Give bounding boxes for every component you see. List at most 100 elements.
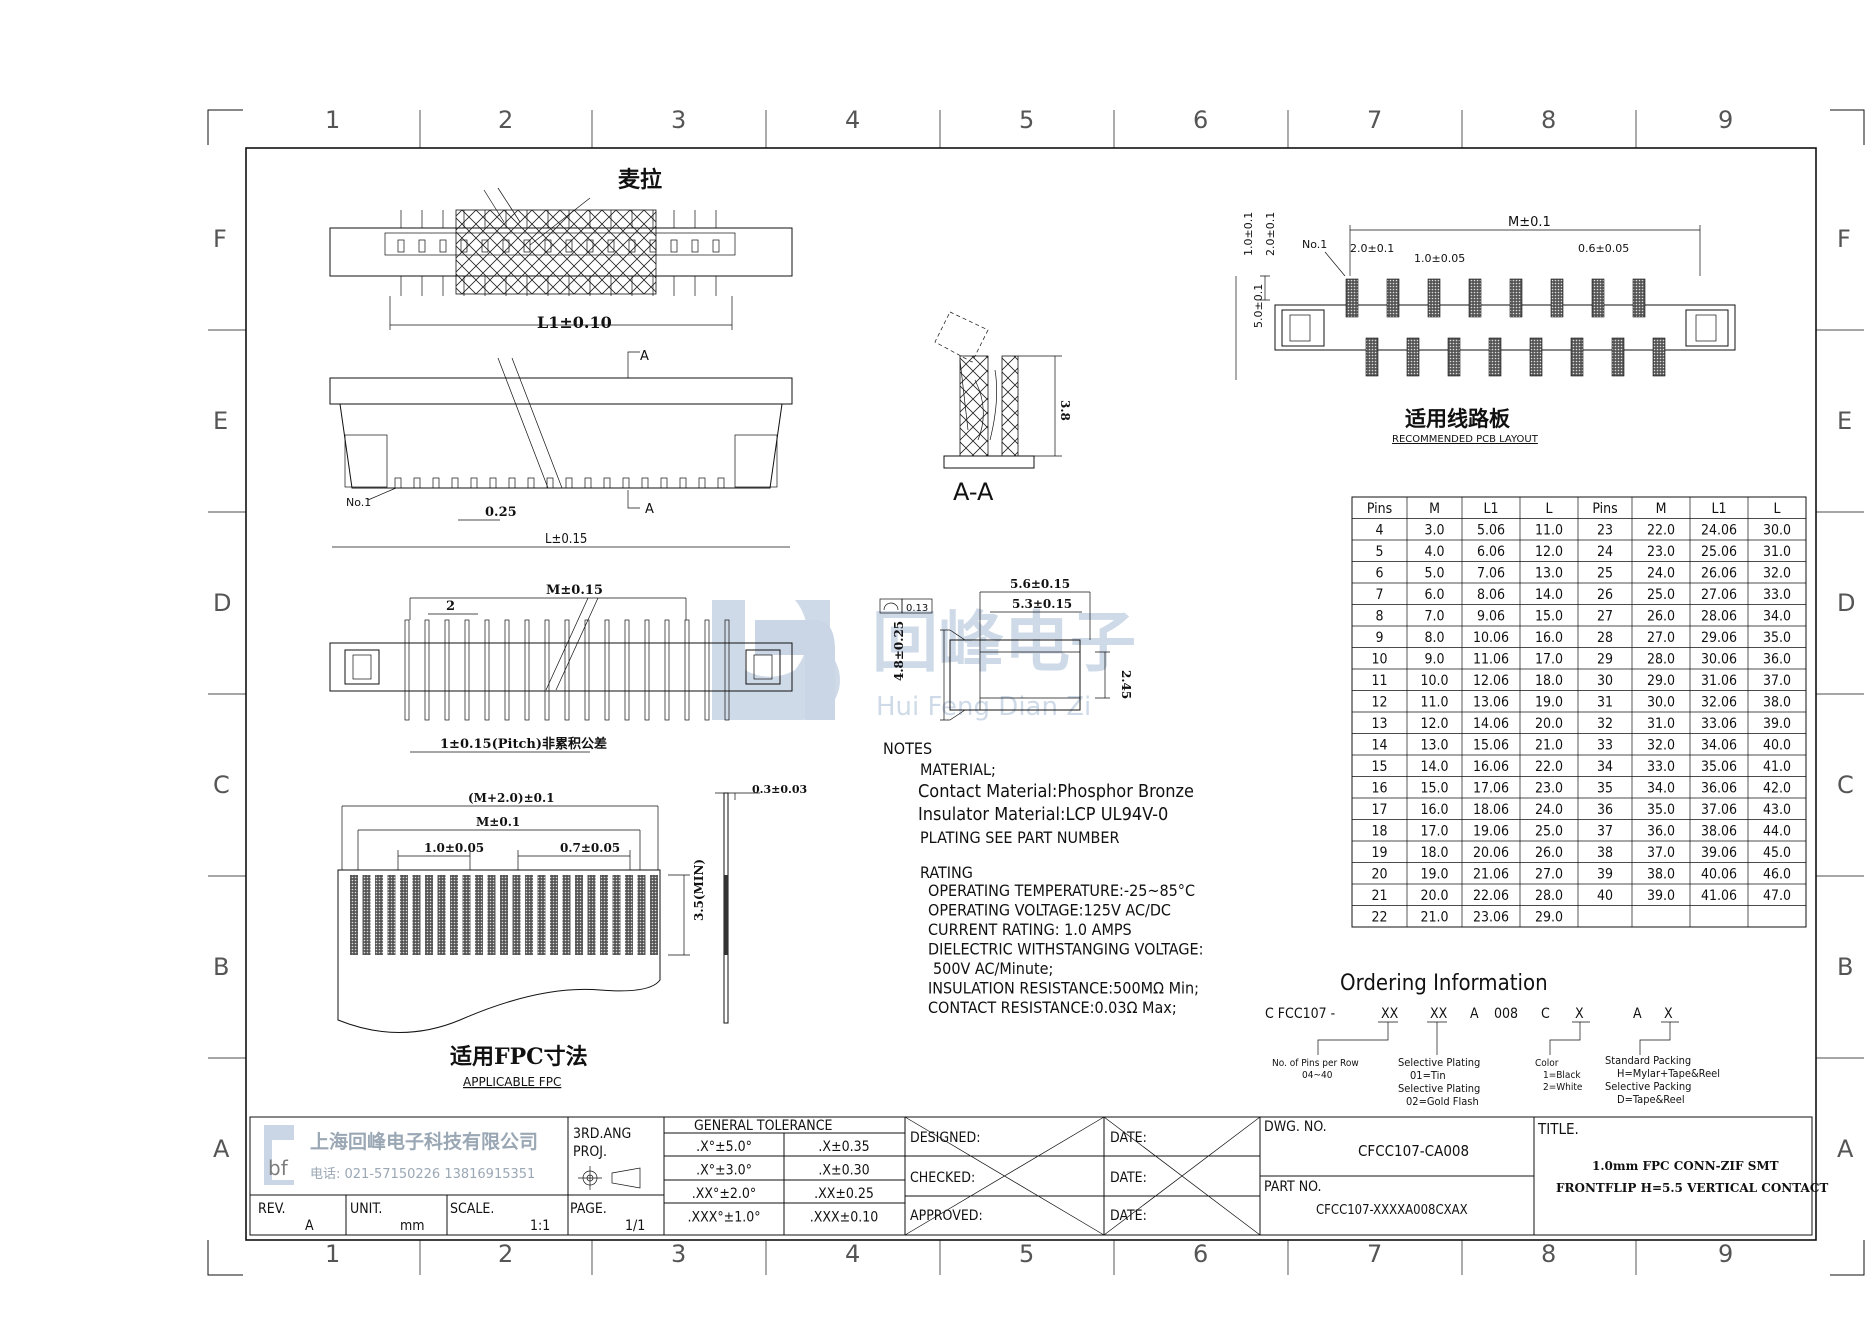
- table-header: Pins: [1592, 501, 1617, 517]
- table-cell: 3.0: [1424, 523, 1444, 539]
- table-cell: 16.06: [1473, 759, 1509, 775]
- table-cell: 30.06: [1701, 652, 1737, 668]
- company-name: 上海回峰电子科技有限公司: [310, 1130, 538, 1153]
- contact-pin: [717, 477, 725, 489]
- contact-pin: [622, 477, 630, 489]
- contact-pin: [624, 619, 630, 721]
- fpc-trace: [412, 875, 421, 955]
- fpc-trace: [512, 875, 521, 955]
- table-cell: 6: [1375, 566, 1383, 582]
- table-cell: 32.06: [1701, 695, 1737, 711]
- grid-col-label: 3: [671, 1240, 686, 1268]
- contact-pin: [418, 239, 426, 253]
- table-cell: 36.06: [1701, 781, 1737, 797]
- grid-col-label: 5: [1019, 106, 1034, 134]
- ordering-info: Ordering Information C FCC107 - XX XX A …: [1265, 971, 1720, 1108]
- table-cell: 27: [1597, 609, 1613, 625]
- table-cell: 35.06: [1701, 759, 1737, 775]
- table-cell: 12.0: [1535, 544, 1563, 560]
- table-cell: 26.06: [1701, 566, 1737, 582]
- fpc-trace: [550, 875, 558, 955]
- table-cell: 23.0: [1647, 544, 1675, 560]
- material-line-1: Contact Material:Phosphor Bronze: [918, 781, 1194, 802]
- flatness: 0.13: [906, 603, 928, 614]
- contact-pin: [460, 239, 468, 253]
- grid-col-label: 2: [498, 106, 513, 134]
- tolerance-linear: .X±0.35: [818, 1139, 869, 1155]
- table-cell: 36.0: [1647, 824, 1675, 840]
- title-line-1: 1.0mm FPC CONN-ZIF SMT: [1592, 1159, 1779, 1173]
- fpc-trace: [562, 875, 571, 955]
- table-cell: 35.0: [1763, 630, 1791, 646]
- table-cell: 20: [1371, 867, 1387, 883]
- contact-pin: [691, 239, 699, 253]
- grid-col-label: 1: [325, 1240, 340, 1268]
- date-label-2: DATE:: [1110, 1170, 1147, 1186]
- sheet-frame: [207, 109, 1865, 1276]
- dim-38: 3.8: [1058, 400, 1072, 421]
- pcb-dim-06: 0.6±0.05: [1578, 242, 1629, 255]
- table-cell: 28.0: [1647, 652, 1675, 668]
- fpc-trace: [587, 875, 596, 955]
- contact-pin: [489, 477, 497, 489]
- title-label: TITLE.: [1537, 1120, 1579, 1138]
- section-mark-top: A: [640, 349, 649, 364]
- table-cell: 5.0: [1424, 566, 1444, 582]
- table-cell: 23.0: [1535, 781, 1563, 797]
- table-cell: 30.0: [1763, 523, 1791, 539]
- table-cell: 13.0: [1420, 738, 1448, 754]
- pcb-title: 适用线路板: [1405, 406, 1511, 431]
- contact-pin: [684, 619, 690, 721]
- fpc-view: (M+2.0)±0.1 M±0.1 1.0±0.05 0.7±0.05 3.5(…: [337, 783, 807, 1089]
- title-line-2: FRONTFLIP H=5.5 VERTICAL CONTACT: [1556, 1181, 1828, 1195]
- code-prefix: C FCC107 -: [1265, 1006, 1335, 1022]
- side-view: 0.13 5.6±0.15 5.3±0.15 4.8±0.25 2.45: [879, 577, 1133, 721]
- ordering-title: Ordering Information: [1340, 971, 1548, 996]
- rating-line: OPERATING TEMPERATURE:-25~85°C: [928, 881, 1195, 900]
- fpc-trace: [575, 875, 583, 955]
- front-no1: No.1: [346, 496, 371, 509]
- fpc-dim-03: 0.3±0.03: [752, 783, 807, 796]
- table-cell: 6.06: [1477, 544, 1505, 560]
- pcb-pad-top: [1386, 278, 1400, 318]
- plating-note-2: 01=Tin: [1410, 1069, 1446, 1082]
- contact-pin: [404, 619, 410, 721]
- table-cell: 40.0: [1763, 738, 1791, 754]
- table-cell: 31: [1597, 695, 1613, 711]
- pcb-dim-20: 2.0±0.1: [1350, 242, 1394, 255]
- tolerance-angle: .X°±5.0°: [696, 1139, 752, 1155]
- pcb-pad-top: [1591, 278, 1605, 318]
- table-cell: 32: [1597, 716, 1613, 732]
- grid-col-label: 6: [1193, 1240, 1208, 1268]
- pcb-pad-top: [1509, 278, 1523, 318]
- table-cell: 18.0: [1420, 845, 1448, 861]
- fpc-trace: [600, 875, 608, 955]
- contact-pin: [604, 619, 610, 721]
- color-note-1: Color: [1535, 1058, 1559, 1069]
- contact-pin: [565, 477, 573, 489]
- page-value: 1/1: [625, 1218, 645, 1234]
- grid-row-label: A: [213, 1135, 230, 1163]
- rating-line: 500V AC/Minute;: [933, 959, 1053, 978]
- contact-pin: [439, 239, 447, 253]
- contact-pin: [397, 239, 405, 253]
- pcb-pad-bottom: [1488, 337, 1502, 377]
- pcb-pad-bottom: [1365, 337, 1379, 377]
- fpc-trace: [375, 875, 383, 955]
- contact-pin: [586, 239, 594, 253]
- pcb-v10: 1.0±0.1: [1242, 212, 1255, 256]
- contact-pin: [470, 477, 478, 489]
- pcb-pad-bottom: [1406, 337, 1420, 377]
- table-cell: 12: [1371, 695, 1387, 711]
- table-cell: 9: [1375, 630, 1383, 646]
- table-cell: 38.06: [1701, 824, 1737, 840]
- table-cell: 37.0: [1647, 845, 1675, 861]
- rating-line: CURRENT RATING: 1.0 AMPS: [928, 920, 1132, 939]
- svg-text:bf: bf: [268, 1156, 289, 1180]
- contact-pin: [565, 239, 573, 253]
- pcb-pad-bottom: [1447, 337, 1461, 377]
- table-cell: 8.0: [1424, 630, 1444, 646]
- part-no-value: CFCC107-XXXXA008CXAX: [1316, 1203, 1468, 1218]
- bottom-view: M±0.15 2 1±0.15(Pitch)非累积公差: [329, 583, 793, 753]
- table-cell: 29.0: [1535, 910, 1563, 926]
